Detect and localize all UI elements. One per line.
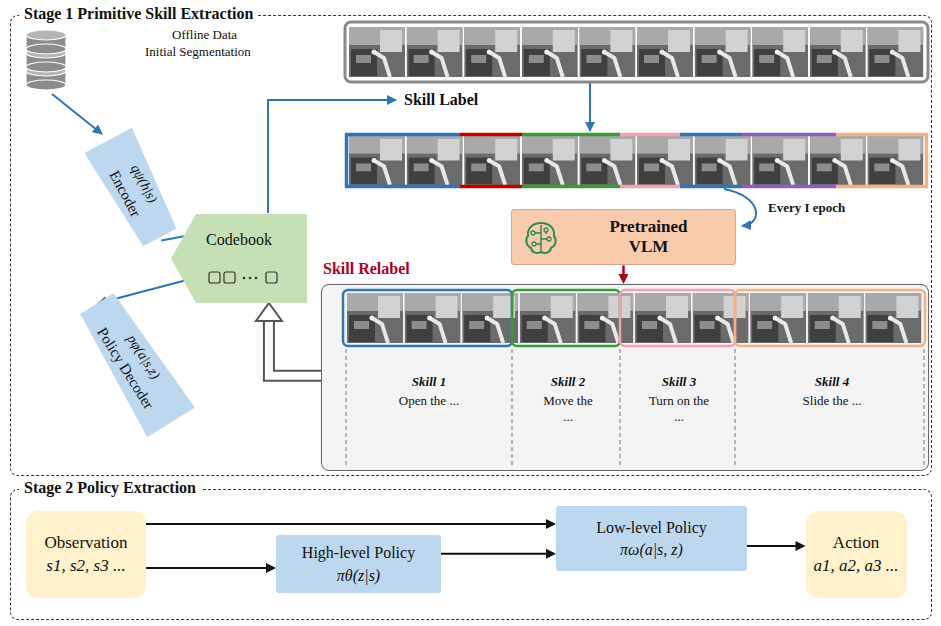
node-text: s1, s2, s3 ...: [46, 556, 125, 576]
annotation-label: Every I epoch: [768, 200, 845, 216]
skill-panel: Skill 1 Open the ... Skill 2 Move the ... Sk…: [321, 284, 929, 471]
segmented-strip: [345, 133, 928, 188]
node-text: Open the ...: [364, 393, 494, 409]
node-text: Move the ...: [539, 393, 597, 424]
node-text: a1, a2, a3 ...: [814, 556, 899, 576]
policy-box: Low-level Policy πω(a|s, z): [556, 506, 747, 571]
annotation-label: Skill Label: [404, 90, 478, 109]
node-title: Action: [833, 533, 879, 553]
connector: [619, 266, 629, 285]
connector: [256, 303, 321, 376]
observation-box: Observation s1, s2, s3 ...: [26, 511, 146, 598]
relabel-panel-art: [320, 283, 928, 470]
node-text: Skill 3: [639, 374, 719, 390]
trajectory-strip: [345, 22, 928, 82]
shape-outline: [73, 289, 195, 437]
node-title: Observation: [44, 533, 127, 553]
node-text: Skill 2: [528, 374, 608, 390]
policy-box: High-level Policy πθ(z|s): [276, 535, 441, 592]
connector: [146, 519, 556, 529]
node-title: Codebook: [206, 230, 272, 249]
stage-region: Stage 2 Policy ExtractionObservations1, …: [10, 489, 932, 620]
codebook-tag: Codebook: [171, 214, 307, 303]
encoder-trapezoid: qψ(h|s)Encoder: [84, 128, 183, 250]
shape-outline: [84, 128, 183, 250]
annotation-label: Initial Segmentation: [145, 44, 251, 60]
connector: [161, 236, 184, 240]
action-box: Action a1, a2, a3 ...: [806, 511, 907, 598]
brain-icon: [522, 219, 560, 257]
node-title: Low-level Policy: [596, 518, 707, 537]
node-title: Stage 1 Primitive Skill Extraction: [19, 4, 258, 24]
connector: [747, 541, 806, 551]
shape-outline: [171, 214, 307, 303]
annotation-label: Skill Relabel: [323, 259, 410, 278]
connector: [441, 549, 556, 559]
node-title: Stage 2 Policy Extraction: [19, 478, 201, 498]
node-text: Turn on the ...: [646, 393, 712, 424]
vlm-box: Pretrained VLM: [511, 209, 736, 266]
node-title: Skill 1: [364, 374, 494, 390]
connector: [146, 563, 276, 573]
decoder-trapezoid: pφ(a|s,z)Policy Decoder: [73, 289, 195, 437]
node-title: High-level Policy: [302, 543, 415, 562]
annotation-label: Offline Data: [172, 27, 237, 43]
node-text: Slide the ...: [767, 393, 897, 409]
stage-region: Stage 1 Primitive Skill Extractionqψ(h|s…: [10, 15, 932, 476]
database-icon: [26, 30, 66, 90]
node-text: πω(a|s, z): [620, 540, 683, 559]
node-text: πθ(z|s): [337, 566, 380, 585]
node-title: Pretrained VLM: [609, 217, 687, 258]
node-text: Skill 4: [767, 374, 897, 390]
